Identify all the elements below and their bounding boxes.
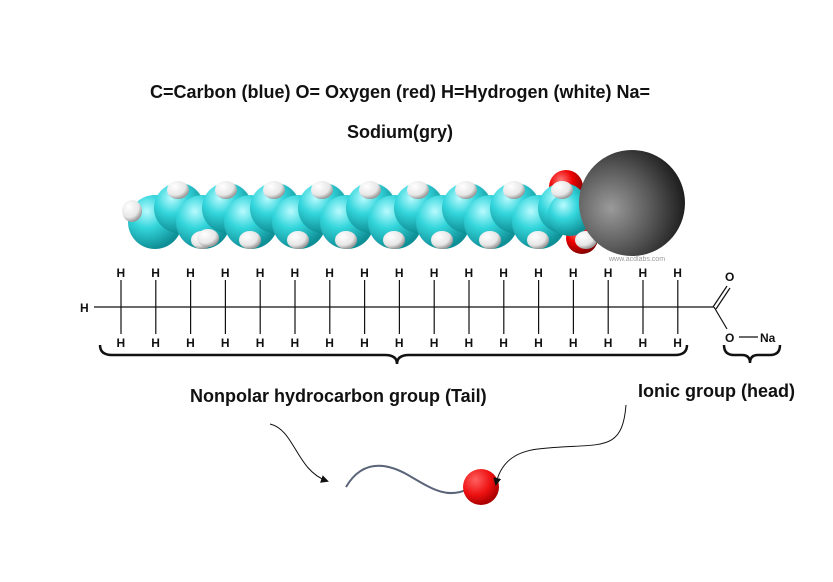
hydrogen-atom — [503, 181, 525, 199]
carbonyl-oxygen-label: O — [725, 270, 734, 284]
hydrogen-label-top: H — [604, 266, 613, 280]
terminal-hydrogen-label: H — [80, 301, 89, 315]
hydrogen-atom — [122, 200, 142, 222]
hydrogen-atom — [263, 181, 285, 199]
hydrogen-label-bottom: H — [604, 336, 613, 350]
hydrogen-atom — [383, 231, 405, 249]
hydrogen-label-top: H — [639, 266, 648, 280]
hydrogen-label-bottom: H — [395, 336, 404, 350]
hydrogen-label-top: H — [395, 266, 404, 280]
hydrogen-label-top: H — [151, 266, 160, 280]
hydrogen-label-bottom: H — [499, 336, 508, 350]
carbon-atoms — [128, 183, 592, 249]
hydrogen-label-top: H — [256, 266, 265, 280]
hydrogen-atom — [167, 181, 189, 199]
legend-line-2: Sodium(gry) — [347, 122, 453, 142]
hydrogen-label-bottom: H — [430, 336, 439, 350]
hydrogen-label-bottom: H — [360, 336, 369, 350]
hydrogen-label-top: H — [291, 266, 300, 280]
structural-formula: H H H H H H H H H H H H H H H H H H H H H H H H H H H H H H H H H H H O O… — [80, 266, 776, 350]
tail-brace — [98, 344, 689, 365]
hydrogen-label-top: H — [325, 266, 334, 280]
ionic-oxygen-label: O — [725, 331, 734, 345]
legend-line-1: C=Carbon (blue) O= Oxygen (red) H=Hydrog… — [149, 82, 651, 102]
carbonyl-bond-1 — [712, 285, 728, 308]
hydrogen-label-bottom: H — [569, 336, 578, 350]
hydrogen-atoms — [122, 181, 597, 249]
hydrogen-label-bottom: H — [256, 336, 265, 350]
tail-label: Nonpolar hydrocarbon group (Tail) — [190, 386, 487, 406]
head-label: Ionic group (head) — [638, 381, 795, 401]
hydrogen-atom — [359, 181, 381, 199]
hydrogen-atom — [407, 181, 429, 199]
hydrogen-label-bottom: H — [221, 336, 230, 350]
hydrogen-label-top: H — [186, 266, 195, 280]
hydrogen-label-bottom: H — [186, 336, 195, 350]
head-bead — [463, 469, 499, 505]
hydrogen-label-bottom: H — [325, 336, 334, 350]
tail-chain-line — [345, 464, 471, 495]
hydrogen-label-bottom: H — [151, 336, 160, 350]
space-filling-model: www.acdlabs.com — [122, 150, 685, 263]
hydrogen-atom — [551, 181, 573, 199]
hydrogen-label-bottom: H — [291, 336, 300, 350]
hydrogen-label-top: H — [430, 266, 439, 280]
hydrogen-label-bottom: H — [117, 336, 126, 350]
chain-hydrogens: H H H H H H H H H H H H H H H H H H H H H H H H H H H H H H H H H H — [117, 266, 682, 350]
hydrogen-atom — [239, 231, 261, 249]
hydrogen-atom — [311, 181, 333, 199]
hydrogen-label-top: H — [499, 266, 508, 280]
hydrogen-atom — [527, 231, 549, 249]
hydrogen-atom — [455, 181, 477, 199]
hydrogen-label-bottom: H — [673, 336, 682, 350]
hydrogen-atom — [215, 181, 237, 199]
hydrogen-label-top: H — [465, 266, 474, 280]
hydrogen-atom — [197, 229, 219, 247]
hydrogen-atom — [287, 231, 309, 249]
hydrogen-label-top: H — [569, 266, 578, 280]
hydrogen-label-bottom: H — [465, 336, 474, 350]
carbonyl-bond-2 — [715, 287, 731, 310]
hydrogen-atom — [335, 231, 357, 249]
watermark-text: www.acdlabs.com — [608, 256, 665, 263]
hydrogen-label-top: H — [360, 266, 369, 280]
hydrogen-label-bottom: H — [534, 336, 543, 350]
hydrogen-label-top: H — [221, 266, 230, 280]
head-arrow — [493, 404, 627, 486]
hydrogen-atom — [431, 231, 453, 249]
tail-arrow — [269, 423, 329, 483]
head-brace — [722, 344, 782, 364]
sodium-atom — [579, 150, 685, 256]
hydrogen-label-bottom: H — [639, 336, 648, 350]
hydrogen-atom — [479, 231, 501, 249]
hydrogen-label-top: H — [534, 266, 543, 280]
hydrogen-label-top: H — [673, 266, 682, 280]
ester-bond — [713, 306, 728, 330]
hydrogen-label-top: H — [117, 266, 126, 280]
sodium-label: Na — [760, 331, 776, 345]
